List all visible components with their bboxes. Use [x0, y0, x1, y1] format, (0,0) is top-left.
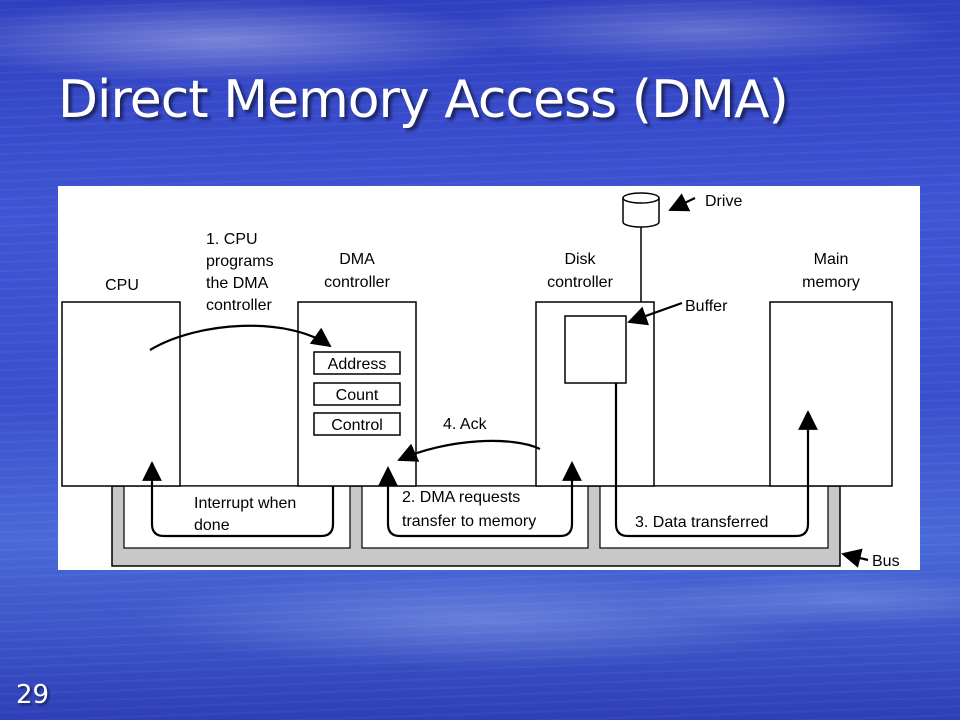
cpu-box [61, 301, 181, 487]
disk-controller-label-2: controller [547, 274, 613, 291]
buffer-box [564, 315, 627, 384]
buffer-label: Buffer [685, 298, 728, 315]
bus-pointer [841, 548, 869, 568]
dma-controller-label-1: DMA [339, 251, 375, 268]
step4-arrow [397, 439, 541, 462]
component-labels: CPU DMA controller Disk controller Main … [105, 193, 899, 570]
register-control: Control [331, 417, 383, 434]
buffer-pointer [627, 301, 683, 326]
interrupt-line-2: done [194, 517, 230, 534]
step2-arrow [378, 461, 582, 538]
step1-line-1: 1. CPU [206, 231, 258, 248]
step3-arrow [614, 383, 818, 538]
main-memory-label-1: Main [814, 251, 849, 268]
dma-registers: Address Count Control [313, 351, 401, 436]
drive-pointer [668, 193, 696, 212]
step1-line-3: the DMA [206, 275, 269, 292]
step-labels: 1. CPU programs the DMA controller Inter… [194, 231, 768, 534]
cpu-label: CPU [105, 277, 139, 294]
page-number: 29 [16, 680, 50, 710]
dma-controller-label-2: controller [324, 274, 390, 291]
page-title: Direct Memory Access (DMA) [58, 70, 789, 130]
step1-line-2: programs [206, 253, 274, 270]
main-memory-label-2: memory [802, 274, 860, 291]
register-address: Address [328, 356, 387, 373]
step2-line-1: 2. DMA requests [402, 489, 520, 506]
dma-diagram: Address Count Control CPU DMA controller… [58, 186, 920, 570]
drive-icon [622, 192, 660, 302]
register-count: Count [336, 387, 379, 404]
main-memory-box [769, 301, 893, 487]
interrupt-line-1: Interrupt when [194, 495, 296, 512]
interrupt-arrow [142, 461, 335, 538]
bus-label: Bus [872, 553, 900, 570]
step2-line-2: transfer to memory [402, 513, 536, 530]
step1-arrow [149, 324, 332, 351]
disk-controller-label-1: Disk [564, 251, 596, 268]
step4-label: 4. Ack [443, 416, 488, 433]
step1-line-4: controller [206, 297, 272, 314]
drive-label: Drive [705, 193, 742, 210]
step3-label: 3. Data transferred [635, 514, 768, 531]
arrows [142, 193, 869, 568]
bus [111, 485, 841, 567]
